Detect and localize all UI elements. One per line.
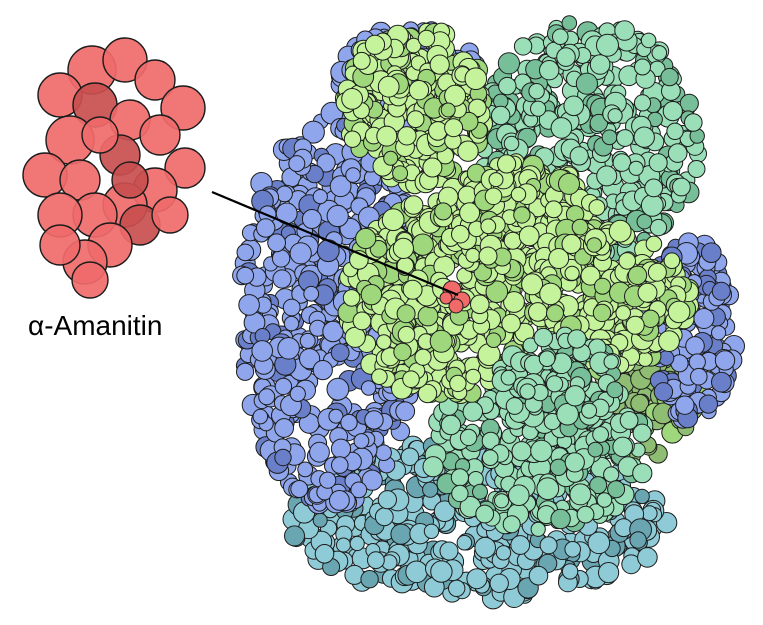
toxin-atom bbox=[81, 116, 119, 154]
alpha-amanitin-label: α-Amanitin bbox=[28, 310, 163, 341]
teal-subunit-right bbox=[491, 326, 624, 434]
toxin-atom bbox=[102, 37, 148, 83]
toxin-atom bbox=[111, 161, 149, 199]
light-green-subunit-top bbox=[334, 22, 494, 195]
alpha-amanitin-molecule bbox=[22, 37, 206, 299]
toxin-atom bbox=[139, 114, 181, 156]
bound-amanitin-site bbox=[439, 280, 471, 314]
toxin-atom bbox=[39, 224, 81, 266]
teal-subunit-lower bbox=[422, 363, 654, 537]
toxin-atom bbox=[164, 147, 206, 189]
light-green-subunit-mid bbox=[429, 153, 606, 290]
toxin-atom bbox=[71, 261, 109, 299]
pointer-line bbox=[211, 190, 459, 297]
toxin-atom bbox=[134, 59, 176, 101]
rna-polymerase-structure bbox=[232, 15, 746, 610]
light-green-subunit-center bbox=[337, 192, 542, 404]
toxin-atom bbox=[151, 196, 189, 234]
